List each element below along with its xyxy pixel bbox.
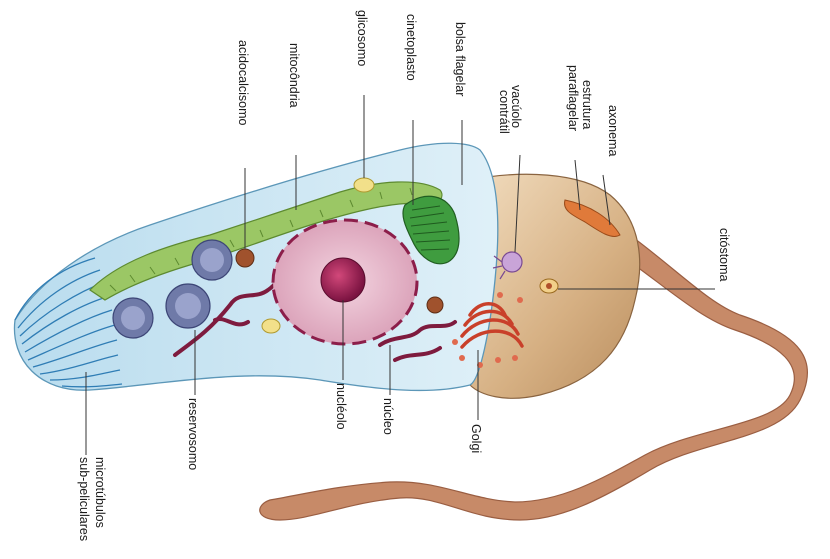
acidocalcisome <box>236 249 254 267</box>
label-reservosomo: reservosomo <box>186 398 200 470</box>
label-acidocalcisomo: acidocalcisomo <box>236 40 250 126</box>
label-estrutura-1: estrutura <box>580 80 594 129</box>
label-cinetoplasto: cinetoplasto <box>404 14 418 81</box>
label-golgi: Golgi <box>469 424 483 453</box>
label-bolsa-flagelar: bolsa flagelar <box>453 22 467 96</box>
label-microtubulos-1: microtúbulos <box>93 457 107 528</box>
label-estrutura-2: paraflagelar <box>566 65 580 131</box>
label-microtubulos-2: sub-peliculares <box>77 457 91 541</box>
label-mitocondria: mitocôndria <box>287 43 301 108</box>
label-nucleolo: nucléolo <box>334 383 348 430</box>
glycosome <box>354 178 374 192</box>
nucleolus <box>321 258 365 302</box>
label-vacuolo-2: contrátil <box>497 90 511 134</box>
label-axonema: axonema <box>606 105 620 156</box>
label-citostoma: citóstoma <box>717 228 731 282</box>
cytostome <box>540 279 558 293</box>
label-nucleo: núcleo <box>381 398 395 435</box>
label-glicosomo: glicosomo <box>355 10 369 66</box>
